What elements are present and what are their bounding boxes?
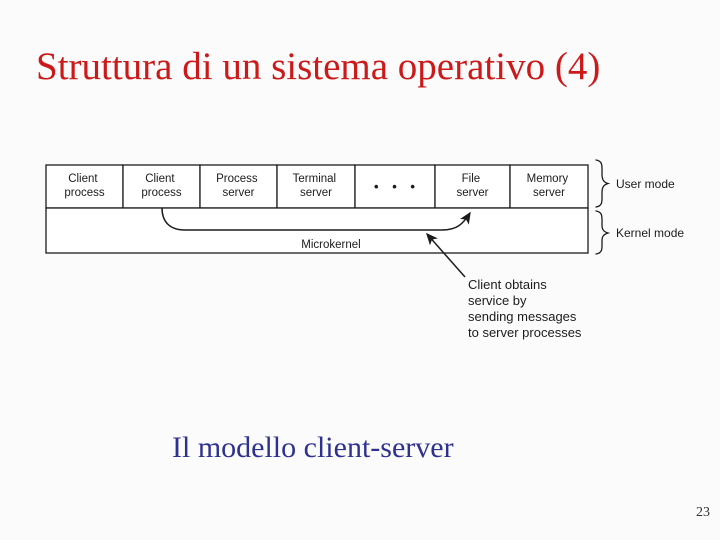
box-client-process-1-label: Client process [64,173,105,199]
box-microkernel [45,207,589,254]
slide-title: Struttura di un sistema operativo (4) [36,45,601,88]
box-memory-server-label: Memory server [527,173,572,199]
box-file-server-label: File server [457,173,489,199]
user-mode-brace [595,159,611,208]
kernel-mode-brace [595,210,611,255]
box-file-server [434,164,511,209]
box-terminal-server-label: Terminal server [293,173,340,199]
box-process-server-label: Process server [216,173,261,199]
box-client-process-2-label: Client process [141,173,182,199]
microkernel-label: Microkernel [301,239,360,251]
box-client-process-1 [45,164,124,209]
message-flow-arrow [161,207,471,231]
box-client-process-2 [122,164,201,209]
slide-caption: Il modello client-server [172,431,454,464]
annotation-text: Client obtains service by sending messag… [468,277,582,340]
microkernel-diagram: Client process Client process Process se… [45,159,684,340]
ellipsis-label: • • • [374,179,420,194]
annotation-arrow [426,232,466,278]
page-number: 23 [696,505,710,520]
kernel-mode-label: Kernel mode [616,226,684,240]
user-mode-label: User mode [616,177,675,191]
